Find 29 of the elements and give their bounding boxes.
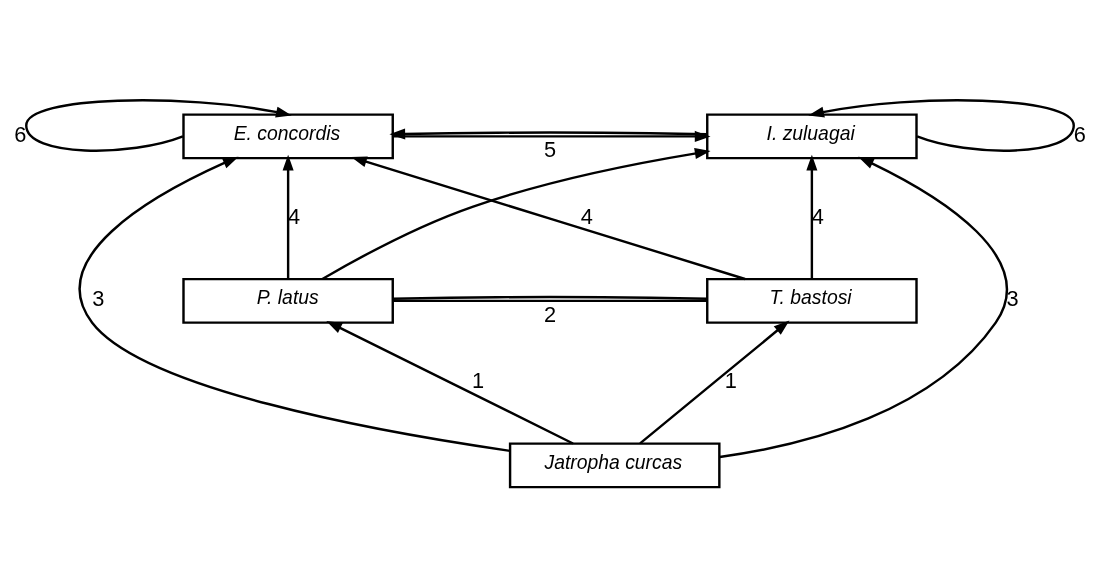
edge-label: 6 (14, 121, 27, 147)
arrow (719, 156, 1009, 459)
arrow (389, 128, 707, 140)
arrow (326, 321, 574, 445)
edge-label: 4 (288, 203, 301, 229)
node-box: P. latus (182, 277, 394, 324)
connector (393, 295, 707, 300)
edge-label: 4 (580, 203, 593, 229)
arrow (282, 154, 294, 279)
edge-label: 1 (471, 368, 485, 394)
arrow (321, 148, 711, 280)
arrow (806, 154, 818, 279)
arrow (25, 99, 292, 152)
edge-label: 2 (543, 301, 557, 327)
connector (392, 299, 707, 303)
arrow (351, 156, 746, 281)
arrow (808, 99, 1075, 152)
edge-label: 3 (92, 286, 105, 312)
edge-label: 1 (724, 368, 737, 394)
node-box: E. concordis (182, 113, 394, 160)
node-box: T. bastosi (706, 277, 918, 324)
arrow (639, 320, 790, 445)
node-box: I. zuluagai (706, 113, 918, 160)
edge-label: 5 (543, 137, 557, 163)
edge-label: 6 (1073, 121, 1086, 147)
edge-label: 3 (1006, 286, 1019, 312)
arrow (78, 156, 511, 453)
node-box: Jatropha curcas (508, 442, 721, 489)
edge-label: 4 (811, 203, 824, 229)
